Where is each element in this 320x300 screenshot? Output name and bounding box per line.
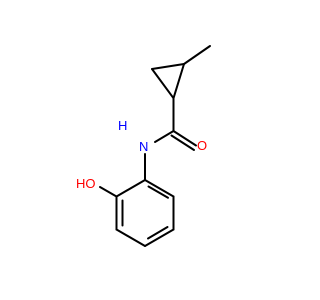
bond-hydroxyl: [99, 186, 118, 198]
bond-carbonyl-double-a: [172, 130, 197, 147]
bond-cyclopropane-c3-c1: [172, 63, 185, 100]
bond-carbonyl-double-b: [170, 134, 195, 151]
bond-benzene-1: [144, 179, 175, 198]
atom-label-amide-nitrogen: N: [139, 139, 148, 154]
atom-label-hydroxyl: HO: [76, 176, 96, 191]
atom-label-carbonyl-oxygen: O: [197, 138, 207, 153]
bond-cyclopropane-c1-c2: [151, 68, 175, 100]
bond-benzene-3: [144, 228, 175, 247]
molecule-diagram: O N H HO: [76, 45, 211, 247]
bond-benzene-inner-2: [147, 226, 169, 240]
bonds: [99, 45, 211, 247]
bond-carbonyl-nitrogen: [154, 130, 175, 143]
bond-methyl: [183, 45, 211, 65]
bond-benzene-6: [115, 179, 146, 198]
atom-label-amide-hydrogen: H: [118, 118, 127, 133]
bond-benzene-4: [115, 228, 146, 247]
molecule-structure-canvas: O N H HO: [76, 45, 211, 247]
bond-benzene-inner-1: [147, 185, 169, 199]
bond-cyclopropane-c2-c3: [151, 63, 185, 70]
